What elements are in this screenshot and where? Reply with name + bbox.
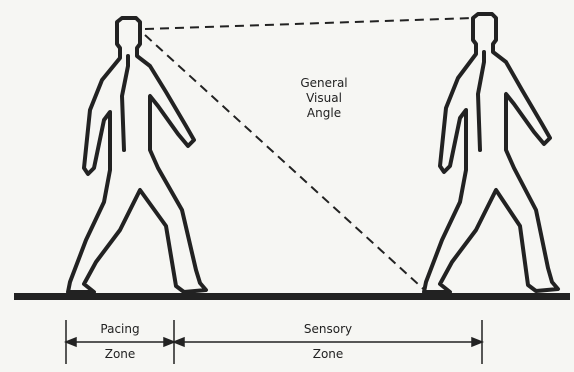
sight-line-top [145,18,474,29]
sensory-zone-label-bottom: Zone [176,347,480,361]
visual-angle-label: General Visual Angle [287,76,361,121]
right-walking-figure [424,14,558,292]
visual-angle-label-line-3: Angle [287,106,361,121]
visual-angle-label-line-1: General [287,76,361,91]
sight-line-diagonal [145,35,430,295]
pacing-zone-label-top: Pacing [68,322,172,336]
left-walking-figure [68,18,206,292]
ground-line [14,293,570,300]
visual-angle-label-line-2: Visual [287,91,361,106]
sensory-zone-label-top: Sensory [176,322,480,336]
pacing-zone-label-bottom: Zone [68,347,172,361]
